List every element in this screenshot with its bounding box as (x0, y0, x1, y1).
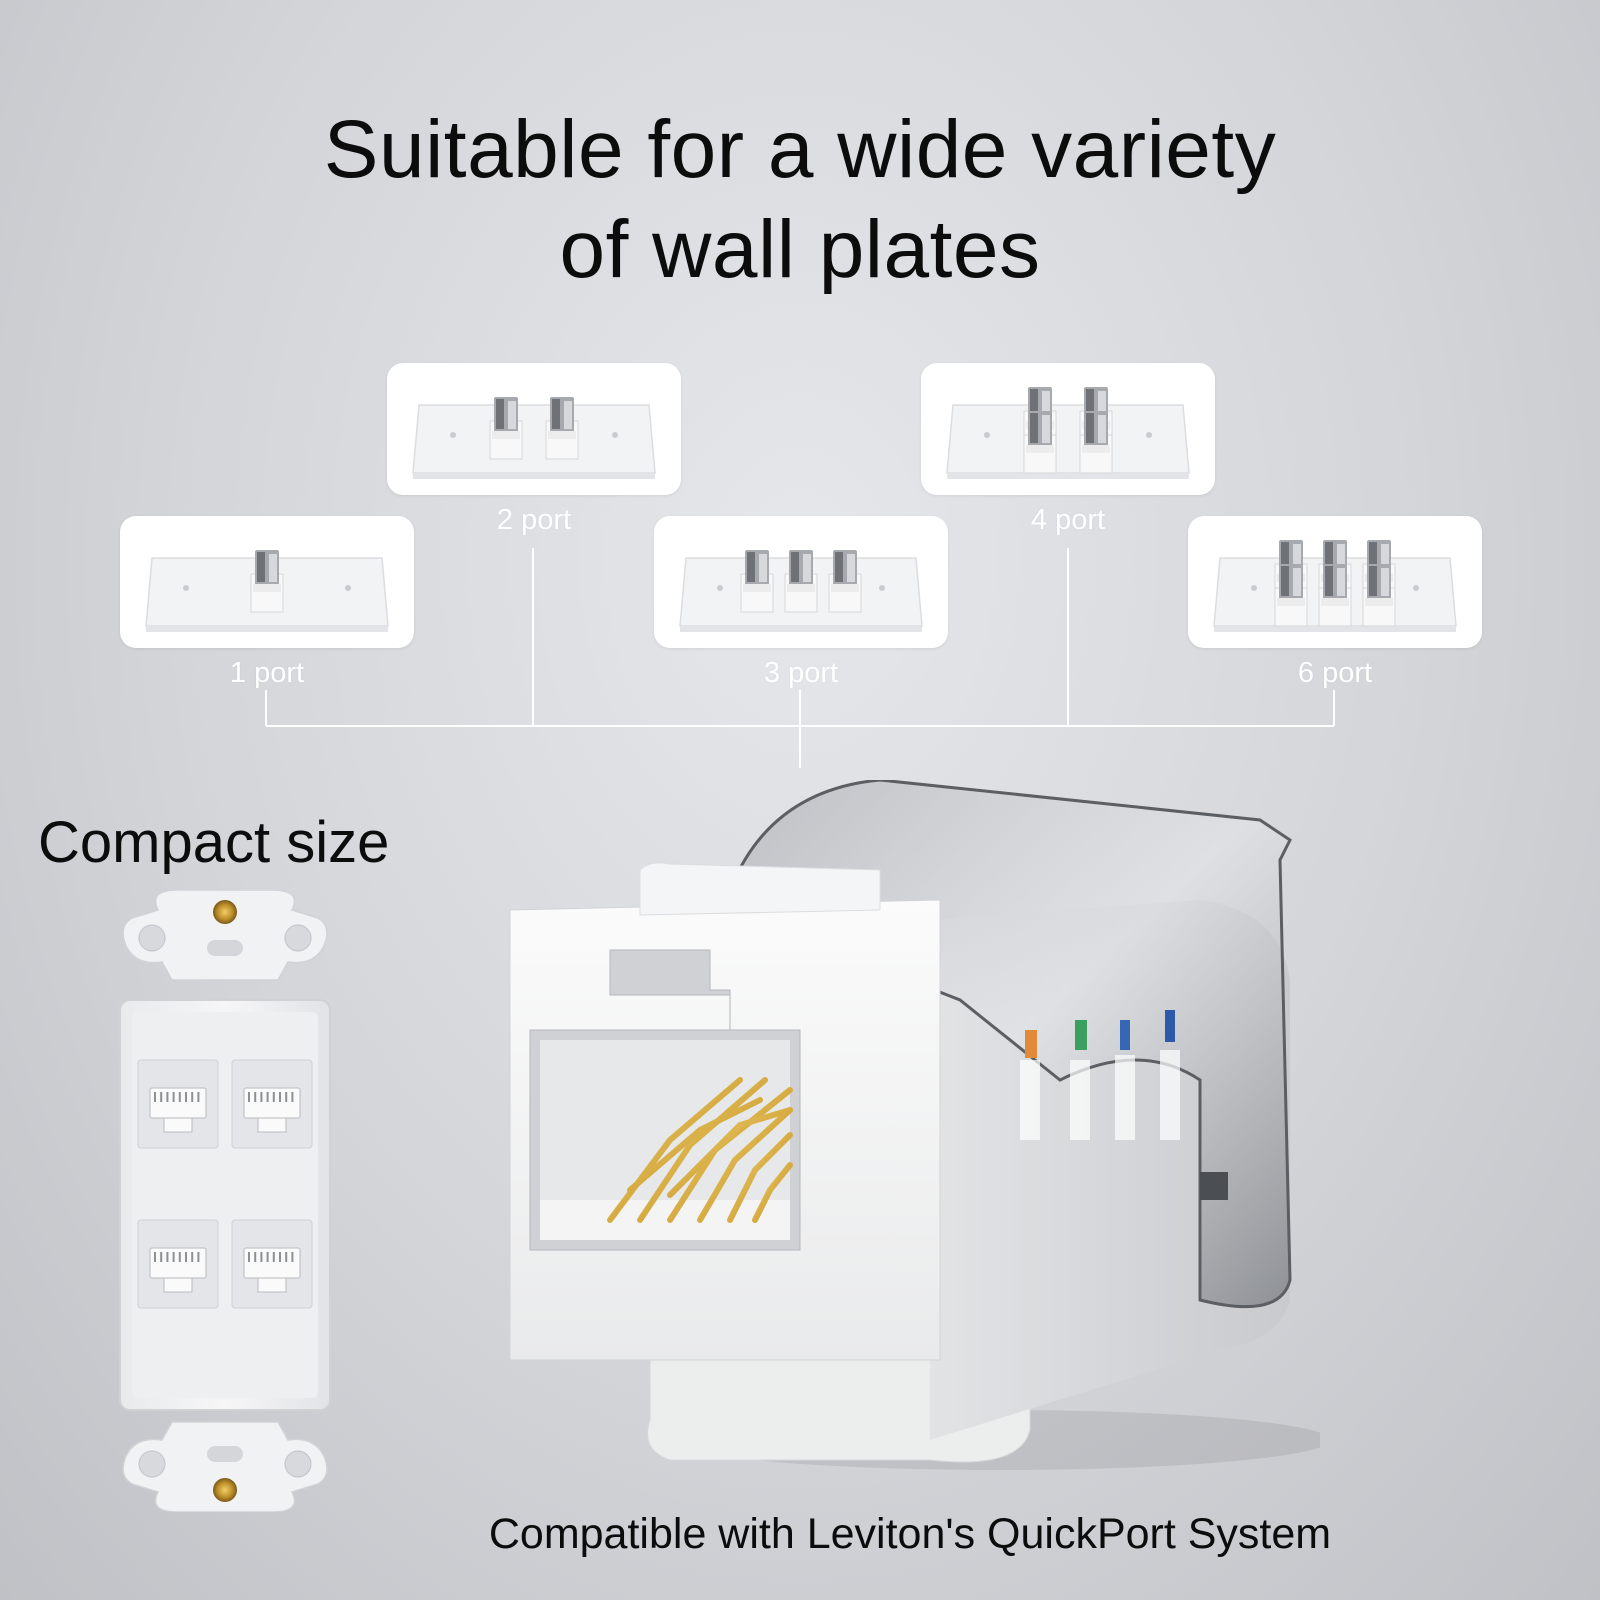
headline-line-1: Suitable for a wide variety (323, 104, 1277, 195)
rj45-port (231, 1059, 313, 1149)
plate-card-1-port (120, 516, 414, 648)
wall-plate-2-port-icon (412, 397, 656, 479)
rj45-port (137, 1219, 219, 1309)
keystone-jack-mini (1321, 564, 1349, 606)
connector-lines (0, 0, 1600, 800)
headline-line-2: of wall plates (559, 204, 1041, 295)
rj45-port (137, 1059, 219, 1149)
keystone-jack-mini (1082, 411, 1110, 453)
keystone-jack-mini (1365, 564, 1393, 606)
plate-label-6-port: 6 port (1297, 657, 1373, 689)
plate-label-4-port: 4 port (1030, 504, 1106, 536)
wall-plate-4-port-icon (946, 387, 1190, 479)
wall-plate-3-port-icon (679, 550, 923, 632)
keystone-jack-mini (787, 550, 815, 592)
plate-card-4-port (921, 363, 1215, 495)
keystone-jack-icon (509, 780, 1320, 1470)
plate-label-1-port: 1 port (229, 657, 305, 689)
plate-card-3-port (654, 516, 948, 648)
keystone-jack-mini (253, 550, 281, 592)
rj45-port (231, 1219, 313, 1309)
plate-label-2-port: 2 port (496, 504, 572, 536)
plate-card-6-port (1188, 516, 1482, 648)
compatibility-caption: Compatible with Leviton's QuickPort Syst… (488, 1510, 1332, 1558)
keystone-jack-mini (743, 550, 771, 592)
wall-plate-1-port-icon (145, 550, 389, 632)
plate-label-3-port: 3 port (763, 657, 839, 689)
keystone-jack-mini (1026, 411, 1054, 453)
keystone-jack-mini (831, 550, 859, 592)
plate-card-2-port (387, 363, 681, 495)
decora-4-port-plate-icon (119, 890, 331, 1512)
headline: Suitable for a wide variety of wall plat… (0, 100, 1600, 300)
compact-size-title: Compact size (38, 810, 390, 875)
wall-plate-6-port-icon (1213, 540, 1457, 632)
keystone-jack-mini (1277, 564, 1305, 606)
keystone-jack-mini (548, 397, 576, 439)
keystone-jack-mini (492, 397, 520, 439)
